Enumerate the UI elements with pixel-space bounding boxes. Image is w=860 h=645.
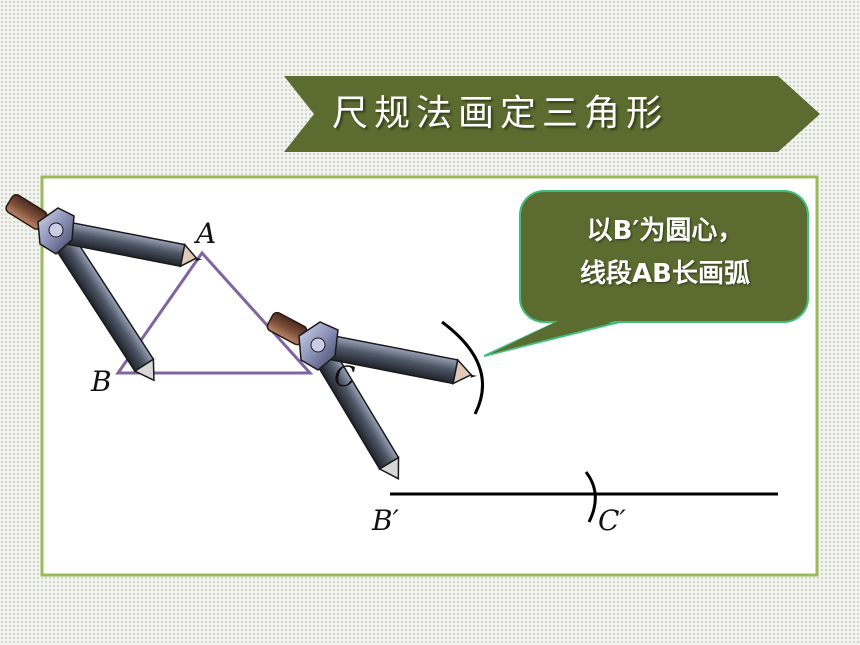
compass-icon xyxy=(5,193,203,382)
point-label-b: B xyxy=(91,365,112,398)
arc-being-drawn xyxy=(441,320,484,415)
title-banner xyxy=(284,76,820,152)
callout-line-2: 线段AB长画弧 xyxy=(580,259,750,289)
point-label-b-prime: B′ xyxy=(372,504,399,537)
slide-title: 尺规法画定三角形 xyxy=(332,93,669,134)
callout-bubble xyxy=(483,190,809,357)
callout-line-1: 以B′为圆心， xyxy=(586,216,744,246)
arc-at-c-prime xyxy=(584,471,597,523)
point-label-c: C xyxy=(334,360,356,393)
point-label-a: A xyxy=(196,217,217,250)
point-label-c-prime: C′ xyxy=(598,504,626,537)
callout-text: 以B′为圆心， 线段AB长画弧 xyxy=(530,210,800,296)
triangle-abc xyxy=(115,250,314,375)
compass-icon xyxy=(266,311,478,480)
